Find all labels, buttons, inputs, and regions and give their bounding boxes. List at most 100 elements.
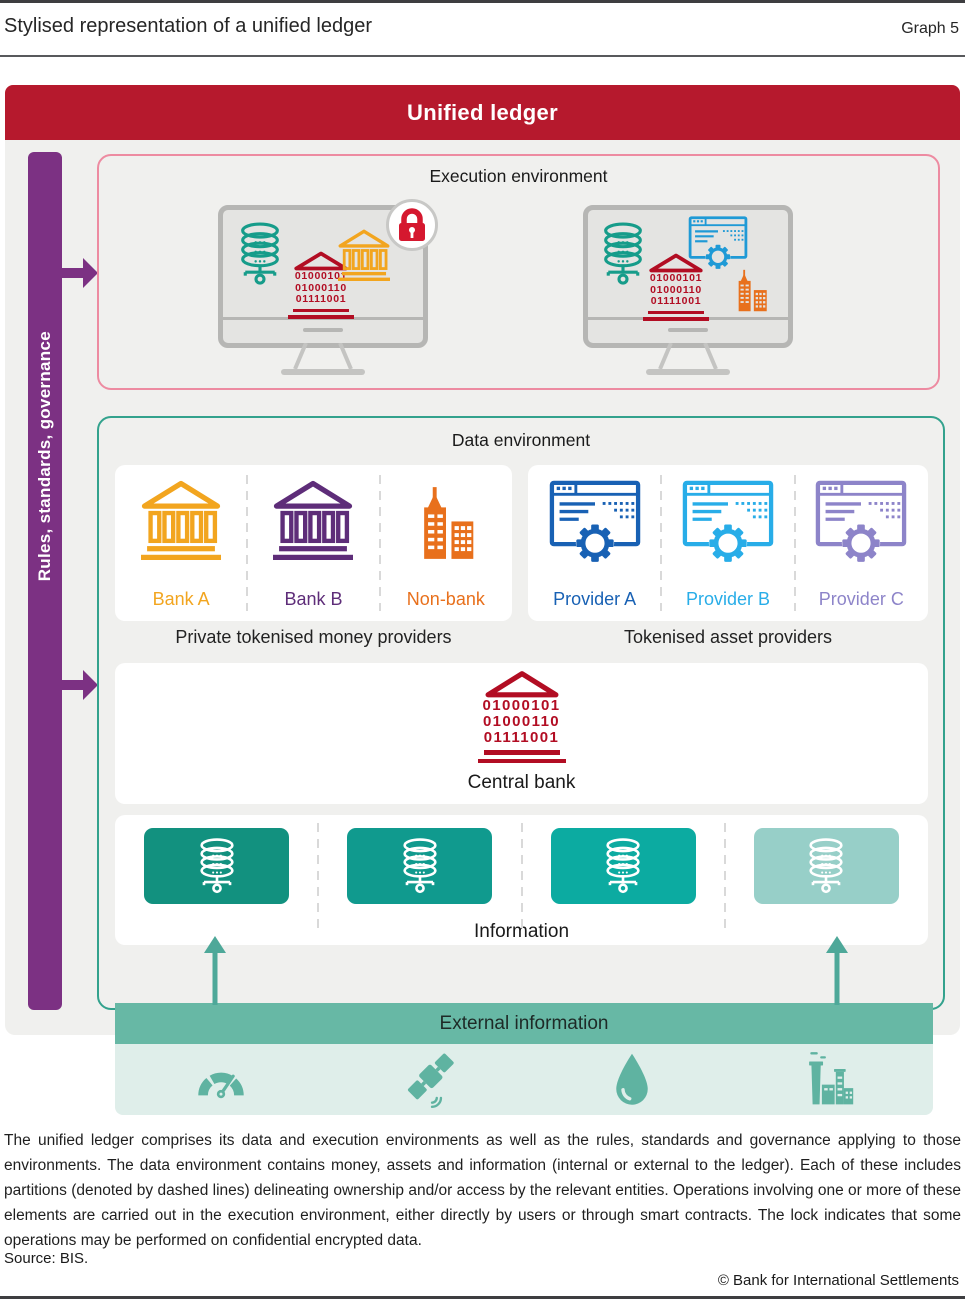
monitor-button [668,328,708,332]
information-partition [347,828,493,904]
governance-bar-label: Rules, standards, governance [35,330,54,582]
binary-line: 01111001 [295,293,347,305]
provider-a-label: Provider A [553,589,637,609]
bank-icon [141,480,222,560]
partition-divider [793,475,796,611]
non-bank-buildings-icon [423,487,474,559]
execution-monitor-right: 01000101 01000110 01111001 [583,205,793,377]
monitor-screen [583,205,793,348]
asset-providers-group-label: Tokenised asset providers [623,627,833,647]
bank-roof-icon [649,253,703,273]
header-rule [0,55,965,57]
database-icon [606,838,640,894]
graph-number-label: Graph 5 [901,20,959,37]
unified-ledger-banner: Unified ledger [5,85,960,140]
figure-title: Stylised representation of a unified led… [4,15,373,37]
information-partition [550,828,696,904]
partition-divider [378,475,381,611]
money-provider-bank-a: Bank A [115,465,249,621]
execution-environment-box [97,154,940,390]
external-info-arrow-icon [204,936,226,1005]
governance-arrow-icon [58,258,98,288]
bottom-rule [0,1296,965,1299]
unified-ledger-banner-label: Unified ledger [407,99,558,125]
execution-monitor-left: 01000101 01000110 01111001 [218,199,438,377]
partition-divider [246,475,249,611]
asset-provider-c: Provider C [795,465,928,621]
external-information-banner: External information [115,1003,933,1044]
partition-divider [520,823,523,935]
monitor-stand [281,343,365,375]
factory-icon [809,1051,854,1104]
smart-contract-icon [549,480,640,563]
droplet-icon [616,1053,648,1105]
bank-a-label: Bank A [152,589,210,609]
bank-base-bar [643,317,709,321]
partition-divider [660,475,663,611]
central-bank-box: 01000101 01000110 01111001 Central bank [115,663,928,804]
execution-environment-title: Execution environment [429,166,608,186]
database-icon [241,222,279,285]
binary-line: 01000101 [649,272,703,284]
information-cell-1 [115,815,320,935]
money-provider-non-bank: Non-bank [380,465,512,621]
monitor-button [303,328,343,332]
central-bank-binary-icon: 01000101 01000110 01111001 [280,251,362,319]
bank-roof-icon [485,671,558,698]
information-partition [753,828,899,904]
governance-arrow-icon [58,670,98,700]
database-icon [403,838,437,894]
governance-bar: Rules, standards, governance [28,152,62,1010]
bank-base-bar [288,315,354,319]
smart-contract-icon [688,216,748,270]
bank-base-bar [477,758,566,763]
asset-provider-a: Provider A [528,465,663,621]
data-environment-title: Data environment [451,430,591,450]
information-cell-2 [318,815,523,935]
source-note: Source: BIS. [4,1250,89,1267]
central-bank-label: Central bank [467,772,576,793]
copyright-notice: © Bank for International Settlements [717,1272,959,1289]
external-information-sources [115,1044,933,1115]
bank-base-bar [648,310,704,314]
figure-caption: The unified ledger comprises its data an… [4,1132,961,1249]
asset-provider-b: Provider B [661,465,796,621]
bank-base-bar [483,750,560,755]
bank-icon [273,480,354,560]
top-rule [0,0,965,3]
information-box: Information [115,815,928,945]
money-provider-bank-b: Bank B [247,465,381,621]
gauge-icon [198,1072,244,1098]
non-bank-buildings-icon [738,269,767,312]
central-bank-binary-icon: 01000101 01000110 01111001 Central bank [115,663,928,794]
information-cell-3 [522,815,726,935]
money-providers-box: Bank A Bank B [115,465,512,621]
money-providers-group-label: Private tokenised money providers [175,627,452,647]
padlock-glyph [399,208,425,241]
smart-contract-icon [816,480,907,563]
binary-line: 01000110 [482,713,561,730]
asset-providers-box: Provider A [528,465,928,621]
binary-line: 01000110 [295,281,347,294]
binary-line: 01111001 [650,295,702,307]
bank-base-bar [293,308,349,312]
monitor-stand [646,343,730,375]
lock-icon [386,199,438,251]
binary-line: 01111001 [483,729,560,746]
satellite-icon [407,1053,454,1108]
provider-c-label: Provider C [818,589,904,609]
partition-divider [317,823,320,935]
bank-roof-icon [294,251,348,271]
central-bank-binary-icon: 01000101 01000110 01111001 [635,253,717,321]
binary-line: 01000101 [482,697,561,714]
monitor-divider [223,317,423,320]
external-info-arrow-icon [826,936,848,1005]
bank-icon [338,229,390,281]
information-cell-4 [725,815,928,917]
database-icon [199,838,234,894]
provider-b-label: Provider B [685,589,771,609]
information-partition [144,828,290,904]
binary-line: 01000101 [294,270,348,282]
database-icon [604,222,642,285]
